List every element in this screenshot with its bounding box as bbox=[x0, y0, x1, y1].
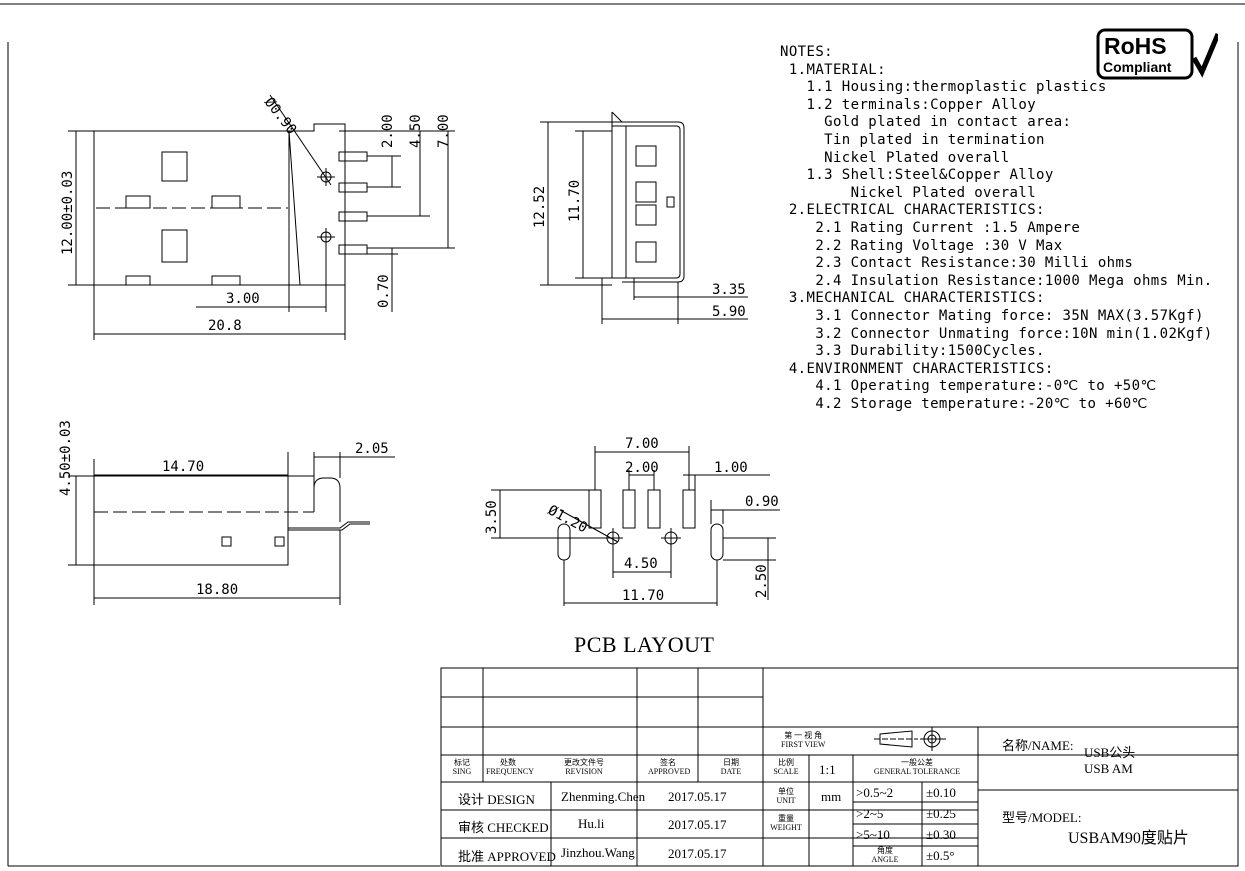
dim-front-450: 4.50±0.03 bbox=[58, 420, 74, 496]
name-label: 名称/NAME: bbox=[1002, 738, 1074, 753]
dim-front-1470: 14.70 bbox=[162, 459, 204, 475]
notes-line: Tin plated in termination bbox=[780, 131, 1045, 148]
design-date: 2017.05.17 bbox=[668, 789, 727, 804]
checked-date: 2017.05.17 bbox=[668, 817, 727, 832]
dim-pcb-1170: 11.70 bbox=[622, 588, 664, 604]
tolerance-value-3: ±0.30 bbox=[926, 827, 956, 842]
dim-pcb-250: 2.50 bbox=[754, 564, 770, 598]
dim-side-1252: 12.52 bbox=[532, 186, 548, 228]
notes-line: Nickel Plated overall bbox=[780, 184, 1037, 201]
notes-line: 1.MATERIAL: bbox=[780, 61, 886, 78]
checked-role: 审核 CHECKED bbox=[458, 820, 549, 835]
tolerance-value-2: ±0.25 bbox=[926, 806, 956, 821]
dim-top-1200: 12.00±0.03 bbox=[60, 171, 76, 255]
compliant-text: Compliant bbox=[1103, 59, 1172, 75]
dim-pcb-700: 7.00 bbox=[625, 436, 659, 452]
notes-line: 1.3 Shell:Steel&Copper Alloy bbox=[780, 167, 1054, 184]
notes-line: 4.1 Operating temperature:-0℃ to +50℃ bbox=[780, 378, 1157, 395]
dim-top-700: 7.00 bbox=[436, 114, 452, 148]
dim-top-208: 20.8 bbox=[208, 318, 242, 334]
notes-line: 3.MECHANICAL CHARACTERISTICS: bbox=[780, 290, 1045, 307]
name-value-cn: USB公头 bbox=[1084, 745, 1136, 760]
notes-block: NOTES: 1.MATERIAL: 1.1 Housing:thermopla… bbox=[780, 44, 1213, 413]
notes-line: 3.3 Durability:1500Cycles. bbox=[780, 343, 1045, 360]
checkmark-icon bbox=[1191, 33, 1221, 78]
dim-pcb-090: 0.90 bbox=[745, 494, 779, 510]
notes-line: Gold plated in contact area: bbox=[780, 114, 1072, 131]
rohs-compliant-logo: RoHS Compliant bbox=[1096, 28, 1221, 80]
scale-value: 1:1 bbox=[819, 762, 836, 777]
unit-value: mm bbox=[821, 789, 842, 804]
design-name: Zhenming.Chen bbox=[561, 789, 646, 804]
notes-line: 2.3 Contact Resistance:30 Milli ohms bbox=[780, 255, 1134, 272]
top-view bbox=[68, 94, 455, 340]
approved-role: 批准 APPROVED bbox=[458, 849, 556, 864]
notes-line: 2.ELECTRICAL CHARACTERISTICS: bbox=[780, 202, 1045, 219]
notes-line: 1.1 Housing:thermoplastic plastics bbox=[780, 79, 1107, 96]
dim-pcb-120: Ø1.20 bbox=[545, 502, 590, 536]
notes-line: 2.1 Rating Current :1.5 Ampere bbox=[780, 219, 1081, 236]
dim-top-300: 3.00 bbox=[226, 291, 260, 307]
approved-name: Jinzhou.Wang bbox=[561, 845, 635, 860]
notes-line: Nickel Plated overall bbox=[780, 149, 1010, 166]
dim-top-070: 0.70 bbox=[376, 274, 392, 308]
dim-side-1170: 11.70 bbox=[567, 180, 583, 222]
notes-line: NOTES: bbox=[780, 44, 833, 60]
tolerance-range-2: >2~5 bbox=[856, 806, 884, 821]
dim-top-450: 4.50 bbox=[408, 114, 424, 148]
dim-front-1880: 18.80 bbox=[196, 582, 238, 598]
dim-pcb-450: 4.50 bbox=[624, 556, 658, 572]
title-block bbox=[440, 667, 1239, 867]
approved-date: 2017.05.17 bbox=[668, 846, 727, 861]
tolerance-value-1: ±0.10 bbox=[926, 785, 956, 800]
tolerance-range-3: >5~10 bbox=[856, 827, 890, 842]
model-label: 型号/MODEL: bbox=[1002, 810, 1082, 825]
rohs-text: RoHS bbox=[1104, 33, 1167, 59]
notes-line: 3.2 Connector Unmating force:10N min(1.0… bbox=[780, 325, 1213, 342]
notes-line: 1.2 terminals:Copper Alloy bbox=[780, 96, 1037, 113]
dim-pcb-200: 2.00 bbox=[625, 460, 659, 476]
notes-line: 2.2 Rating Voltage :30 V Max bbox=[780, 237, 1063, 254]
pcb-layout bbox=[491, 446, 780, 606]
checked-name: Hu.li bbox=[578, 816, 605, 831]
notes-line: 4.ENVIRONMENT CHARACTERISTICS: bbox=[780, 360, 1054, 377]
notes-line: 2.4 Insulation Resistance:1000 Mega ohms… bbox=[780, 272, 1213, 289]
tolerance-range-1: >0.5~2 bbox=[856, 785, 894, 800]
name-value-en: USB AM bbox=[1084, 761, 1133, 776]
model-value: USBAM90度贴片 bbox=[1068, 830, 1189, 847]
dim-top-200: 2.00 bbox=[380, 114, 396, 148]
pcb-layout-title: PCB LAYOUT bbox=[574, 632, 715, 657]
notes-line: 3.1 Connector Mating force: 35N MAX(3.57… bbox=[780, 307, 1204, 324]
front-view bbox=[68, 452, 395, 605]
dim-front-205: 2.05 bbox=[355, 441, 389, 457]
notes-line: 4.2 Storage temperature:-20℃ to +60℃ bbox=[780, 395, 1148, 412]
dimension-labels: Ø0.90 2.00 4.50 7.00 12.00±0.03 3.00 0.7… bbox=[58, 95, 779, 604]
design-role: 设计 DESIGN bbox=[458, 792, 535, 807]
tolerance-value-angle: ±0.5° bbox=[926, 848, 955, 863]
side-view bbox=[540, 111, 748, 324]
dim-pcb-100: 1.00 bbox=[714, 460, 748, 476]
dim-side-590: 5.90 bbox=[712, 304, 746, 320]
dim-pcb-350: 3.50 bbox=[484, 500, 500, 534]
dim-side-335: 3.35 bbox=[712, 282, 746, 298]
